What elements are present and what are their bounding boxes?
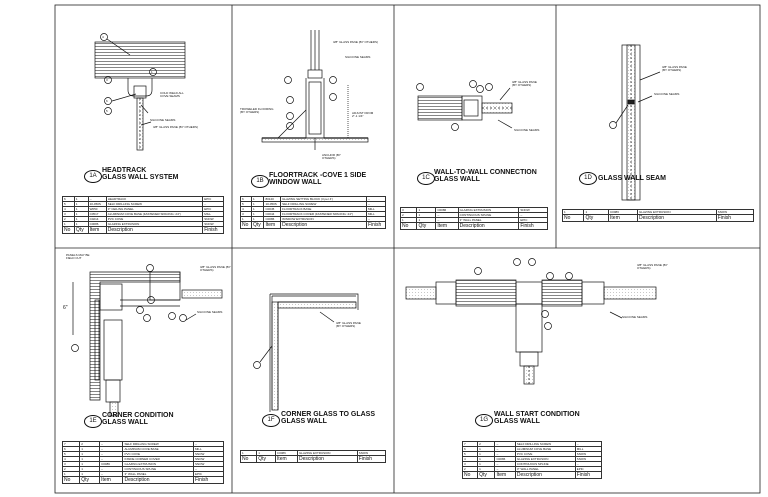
schedule-header-description: Description (122, 476, 194, 484)
schedule-header-item: Item (263, 221, 282, 229)
label-1e-glass: 3/8" GLASS PANE (BY OTHERS) (200, 265, 231, 272)
detail-1f-drawing (253, 293, 359, 412)
label-1d-glass: 3/8" GLASS PANE (BY OTHERS) (662, 65, 687, 72)
schedule-header-finish: Finish (715, 214, 755, 222)
schedule-header-no: No (561, 214, 585, 222)
label-1c-glass: 3/8" GLASS PANE (BY OTHERS) (512, 80, 537, 87)
detail-1g-drawing (405, 258, 657, 385)
detail-1b-drawing (261, 30, 369, 150)
schedule-header-finish: Finish (574, 471, 603, 479)
schedule-header-description: Description (105, 226, 204, 234)
schedule-header-no: No (240, 221, 252, 229)
detail-1d-badge: 1D (579, 172, 597, 185)
label-1a-silicone: SILICONE SEAMS (150, 118, 176, 122)
schedule-header-finish: Finish (202, 226, 224, 234)
label-1f-glass: 3/8" GLASS PANE (BY OTHERS) (336, 321, 361, 328)
label-1c-silicone: SILICONE SEAMS (514, 128, 540, 132)
schedule-header-finish: Finish (365, 221, 387, 229)
label-1b-flooring: TROWELED FLOORING (BY OTHERS) (240, 107, 274, 114)
detail-1b-badge: 1B (251, 175, 269, 188)
detail-1c-drawing (416, 80, 513, 131)
schedule-header-item: Item (494, 471, 516, 479)
label-1g-glass: 3/8" GLASS PANE (BY OTHERS) (637, 263, 668, 270)
schedule-header-item: Item (274, 455, 298, 463)
schedule-header-no: No (61, 476, 81, 484)
schedule-header-qty: Qty (477, 471, 496, 479)
schedule-header-qty: Qty (79, 476, 101, 484)
detail-1f-badge: 1F (262, 414, 280, 427)
schedule-header-qty: Qty (250, 221, 265, 229)
schedule-header-item: Item (87, 226, 107, 234)
schedule-header-finish: Finish (192, 476, 225, 484)
schedule-header-no: No (461, 471, 479, 479)
detail-1d-title: GLASS WALL SEAM (598, 175, 666, 182)
detail-1e-badge: 1E (84, 415, 102, 428)
label-1b-anchor: ANCHOR (BY OTHERS) (322, 153, 341, 160)
schedule-header-description: Description (637, 214, 717, 222)
schedule-header-qty: Qty (416, 222, 437, 230)
detail-1d-drawing (609, 44, 661, 201)
sheet-grid (54, 4, 761, 494)
schedule-header-no: No (399, 222, 418, 230)
schedule-header-no: No (239, 455, 258, 463)
dim-1e: 6" (63, 305, 68, 311)
schedule-header-qty: Qty (73, 226, 89, 234)
label-1b-silicone: SILICONE SEAMS (345, 55, 371, 59)
schedule-header-qty: Qty (583, 214, 610, 222)
schedule-header-description: Description (457, 222, 520, 230)
label-1g-silicone: SILICONE SEAMS (622, 315, 648, 319)
label-1a-cold-weld: COLD WELD ALL COVE SEAMS (160, 91, 184, 98)
detail-1g-badge: 1G (475, 414, 493, 427)
schedule-header-finish: Finish (518, 222, 548, 230)
schedule-header-no: No (62, 226, 75, 234)
label-1e-field-cut: PANELS MAY BE FIELD CUT (66, 253, 90, 260)
schedule-header-item: Item (99, 476, 124, 484)
label-1b-adjust: ADJUST FROM 2"-1 1/4" (352, 111, 374, 118)
detail-1e-drawing (71, 264, 223, 417)
detail-1a-badge: 1A (84, 170, 102, 183)
schedule-header-finish: Finish (356, 455, 387, 463)
schedule-header-qty: Qty (256, 455, 276, 463)
label-1a-glass: 3/8" GLASS PANE (BY OTHERS) (153, 125, 198, 129)
schedule-header-item: Item (608, 214, 639, 222)
schedule-header-item: Item (435, 222, 459, 230)
schedule-header-description: Description (296, 455, 358, 463)
label-1b-glass: 3/8" GLASS PANE (BY OTHERS) (333, 40, 378, 44)
detail-1a-drawing (94, 33, 186, 151)
detail-1c-badge: 1C (417, 172, 435, 185)
label-1d-silicone: SILICONE SEAMS (654, 92, 680, 96)
schedule-header-description: Description (514, 471, 576, 479)
label-1e-silicone: SILICONE SEAMS (197, 310, 223, 314)
schedule-header-description: Description (280, 221, 367, 229)
